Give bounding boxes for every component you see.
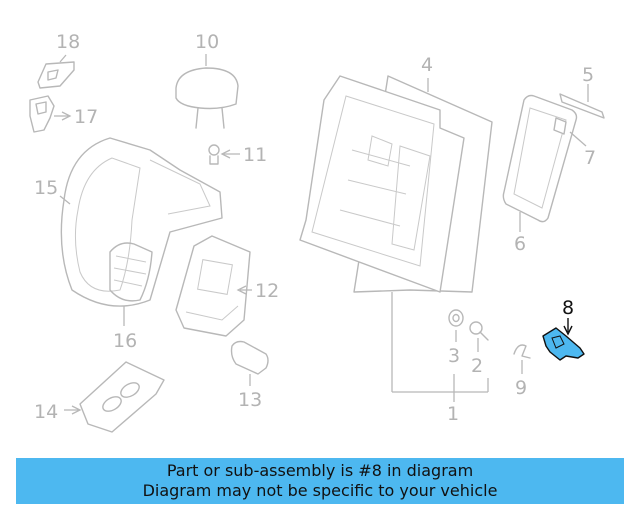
- callout-6: 6: [514, 233, 526, 255]
- part-12-armrest-frame: [175, 235, 251, 337]
- callout-9: 9: [515, 377, 527, 399]
- callout-10: 10: [195, 31, 219, 53]
- callout-2: 2: [471, 355, 483, 377]
- part-14-cup-holder: [79, 361, 165, 433]
- banner-line-2: Diagram may not be specific to your vehi…: [142, 481, 498, 500]
- callout-17: 17: [74, 106, 98, 128]
- part-11-clip: [208, 144, 220, 165]
- callout-15: 15: [34, 177, 58, 199]
- part-9-hook: [513, 344, 531, 359]
- info-banner: Part or sub-assembly is #8 in diagram Di…: [16, 458, 624, 504]
- callout-8-highlighted: 8: [562, 297, 574, 319]
- part-2-bolt: [469, 321, 489, 341]
- part-7-clip: [553, 117, 567, 135]
- callout-13: 13: [238, 389, 262, 411]
- callout-16: 16: [113, 330, 137, 352]
- callout-3: 3: [448, 345, 460, 367]
- callout-1: 1: [447, 403, 459, 425]
- part-3-grommet: [448, 309, 464, 327]
- callout-5: 5: [582, 64, 594, 86]
- part-13-pad: [230, 340, 269, 375]
- part-15-seat-cushion: [60, 137, 223, 307]
- callout-4: 4: [421, 54, 433, 76]
- part-6-back-panel: [502, 94, 578, 223]
- part-4-seatback-frame: [299, 75, 493, 293]
- callout-18: 18: [56, 31, 80, 53]
- part-17-latch: [29, 95, 55, 133]
- part-10-headrest: [175, 67, 239, 129]
- callout-11: 11: [243, 144, 267, 166]
- part-16-pad: [109, 242, 153, 302]
- part-18-latch-cover: [37, 61, 75, 89]
- banner-line-1: Part or sub-assembly is #8 in diagram: [166, 461, 474, 480]
- part-5-hinge-strip: [559, 93, 605, 119]
- part-8-bracket-highlighted: [542, 318, 585, 361]
- callout-7: 7: [584, 147, 596, 169]
- callout-1-bracket: [391, 292, 489, 402]
- callout-12: 12: [255, 280, 279, 302]
- callout-14: 14: [34, 401, 58, 423]
